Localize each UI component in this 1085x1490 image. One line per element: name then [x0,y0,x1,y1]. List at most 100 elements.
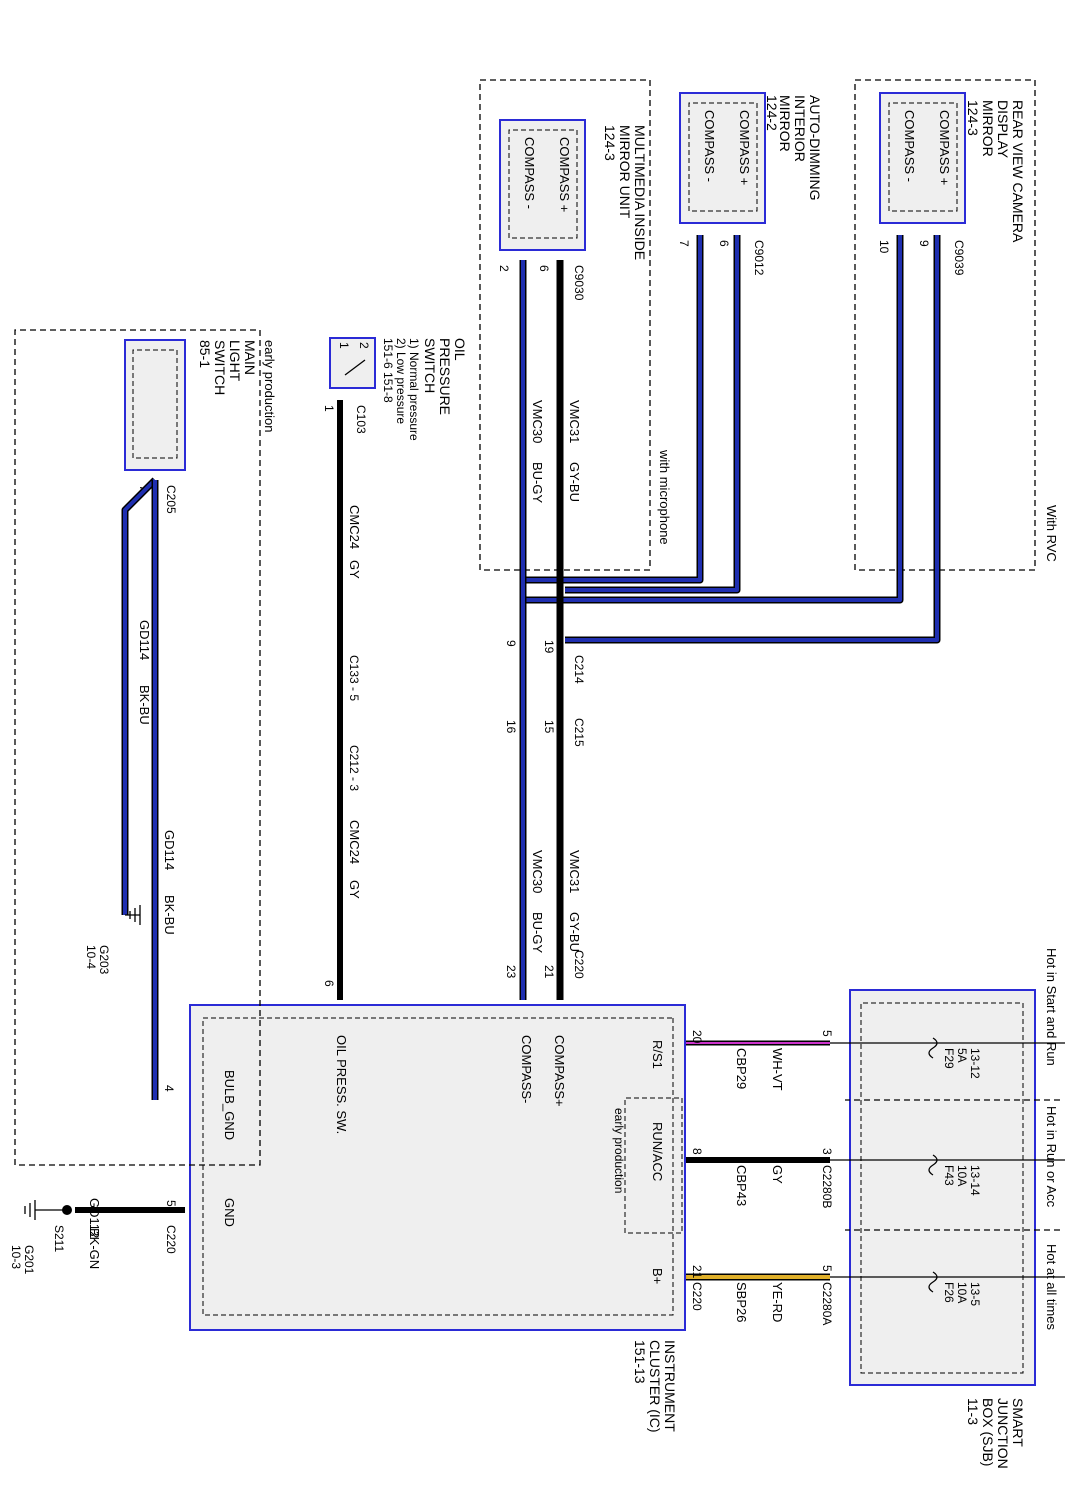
mls-ic-pin: 4 [162,1085,176,1092]
mls-gnd-color-b: BK-BU [162,895,177,935]
fuse-f43-icon [928,1154,938,1176]
adim-pos-num: 6 [717,240,731,247]
wire-cbp29-sjb-pin: 5 [820,1030,834,1037]
oil-conn: C103 [354,405,368,434]
fuse-f26-ref: 13-5 [968,1282,982,1306]
instrument-cluster: INSTRUMENT CLUSTER (IC) 151-13 R/S1 RUN/… [189,1004,686,1433]
ic-name-line2: CLUSTER (IC) [647,1340,663,1433]
wire-sbp26-sjb-conn: C2280A [820,1282,834,1325]
mls-name-line1: MAIN [242,340,258,375]
rvc-pos-num: 9 [917,240,931,247]
oil-wire-circuit-a: CMC24 [347,505,362,549]
rvc-ref: 124-3 [965,100,981,136]
conn-c214-neg-pin: 9 [504,640,518,647]
fuse-f43-name: F43 [942,1165,956,1186]
wire-sbp26-ic-pin: 21 [690,1265,704,1279]
g203-name: G203 [97,945,111,975]
ground-g203-icon [125,905,141,925]
compass-pos-circuit-a: VMC31 [567,400,582,443]
mm-pos-num: 6 [537,265,551,272]
ic-pin-oil: OIL PRESS. SW. [334,1035,349,1134]
wire-sbp26-circuit: SBP26 [734,1282,749,1322]
splice-s211: S211 [52,1225,66,1252]
g201-ref: 10-3 [9,1245,23,1269]
mm-neg-num: 2 [497,265,511,272]
adim-ref: 124-2 [764,95,780,131]
rvc-conn: C9039 [952,240,966,276]
oil-sw1: 1 [337,342,351,349]
oil-wire-color-a: GY [347,560,362,579]
wire-cbp43-circuit: CBP43 [734,1165,749,1206]
oil-switch-box [329,337,376,389]
mm-conn: C9030 [572,265,586,301]
oil-wire-c212: C212 - 3 [347,745,361,791]
oil-pressure-switch: 2 1 OIL PRESSURE SWITCH 1) Normal pressu… [322,337,468,1000]
ic-pin-rs1: R/S1 [650,1040,665,1069]
fuse-f29-icon [928,1037,938,1059]
compass-neg-circuit-b: VMC30 [530,850,545,893]
sjb-name-line2: JUNCTION [995,1398,1011,1469]
conn-c214-pos-pin: 19 [542,640,556,654]
adim-neg-num: 7 [677,240,691,247]
group-early-production-label: early production [262,340,277,433]
wire-sbp26-sjb-pin: 5 [820,1265,834,1272]
compass-pos-circuit-b: VMC31 [567,850,582,893]
module-auto-dim-mirror: COMPASS + COMPASS - AUTO-DIMMING INTERIO… [677,92,823,276]
oil-wire-color-b: GY [347,880,362,899]
oil-note2: 2) Low pressure [394,338,408,424]
mls-conn: C205 [164,485,178,514]
oil-name-line3: SWITCH [422,338,438,393]
ic-gnd-color: BK-GN [87,1228,102,1269]
compass-wires: VMC31 GY-BU VMC30 BU-GY VMC31 GY-BU VMC3… [504,235,941,1000]
conn-c215-pos-pin: 15 [542,720,556,734]
conn-c215: C215 [572,718,586,747]
oil-refs: 151-6 151-8 [381,338,395,403]
fuse-f43-ref: 13-14 [968,1165,982,1196]
conn-c215-neg-pin: 16 [504,720,518,734]
group-with-microphone [479,79,651,571]
module-multimedia-mirror: COMPASS + COMPASS - MULTIMEDIA INSIDE MI… [497,119,648,301]
sjb-title: SMART JUNCTION BOX (SJB) 11-3 [965,1398,1026,1469]
ic-pin-gnd: GND [222,1198,237,1227]
ic-early-production: early production [612,1108,626,1193]
ic-pin-compass-pos: COMPASS+ [552,1035,567,1107]
sjb-ref: 11-3 [965,1398,981,1425]
oil-switch-contact-icon [344,359,366,376]
power-wires: 5 20 CBP29 WH-VT 3 8 C2280B CBP43 GY 5 2… [685,1030,834,1325]
wire-cbp29-color: WH-VT [770,1048,785,1091]
mm-name-line2: MIRROR UNIT [617,125,633,219]
ic-ref: 151-13 [632,1340,648,1384]
mls-gnd-circuit-b: GD114 [162,830,177,870]
oil-pin: 1 [322,405,336,412]
wire-cbp43-color: GY [770,1165,785,1184]
sjb-section-3-label: Hot at all times [1044,1244,1059,1330]
ic-pin-runacc: RUN/ACC [650,1122,665,1181]
fuse-f29-amps: 5A [955,1048,969,1063]
compass-neg-color-a: BU-GY [530,462,545,504]
wire-cbp29-circuit: CBP29 [734,1048,749,1089]
mm-pin-neg: COMPASS - [522,137,537,209]
mls-ref: 85-1 [197,340,213,368]
wire-cbp43-ic-pin: 8 [690,1148,704,1155]
ic-name-line1: INSTRUMENT [662,1340,678,1432]
ground-g201-icon [24,1200,36,1220]
fuse-f43-amps: 10A [955,1165,969,1186]
ic-gnd-pin: 5 [164,1200,178,1207]
conn-c220: C220 [572,950,586,979]
oil-wire-c133: C133 - 5 [347,655,361,701]
fuse-f29-ref: 13-12 [968,1048,982,1079]
g203-ref: 10-4 [84,945,98,969]
rvc-pin-neg: COMPASS - [902,110,917,182]
wire-sbp26-ic-conn: C220 [690,1282,704,1311]
wire-cbp43-sjb-pin: 3 [820,1148,834,1155]
oil-name-line2: PRESSURE [437,338,453,415]
module-rvc-mirror: COMPASS + COMPASS - REAR VIEW CAMERA DIS… [877,92,1026,276]
compass-pos-color-b: GY-BU [567,912,582,952]
rvc-neg-num: 10 [877,240,891,254]
fuse-f26-name: F26 [942,1282,956,1303]
ic-pin-compass-neg: COMPASS- [519,1035,534,1103]
adim-pin-neg: COMPASS - [702,110,717,182]
ic-ground: GD112 BK-GN 5 C220 S211 G201 10-3 [9,1198,185,1275]
